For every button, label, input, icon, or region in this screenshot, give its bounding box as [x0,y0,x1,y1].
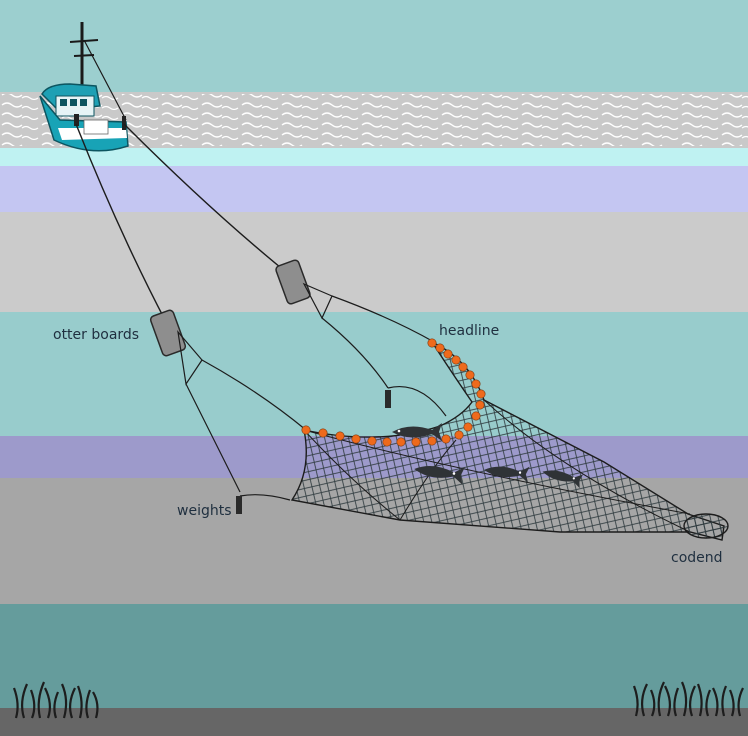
label-otter-boards: otter boards [53,327,139,343]
seaweed-icon [12,681,744,719]
sky-band [0,0,748,92]
surface-foam [0,148,748,166]
label-headline: headline [439,323,499,339]
diagram-labels: otter boards headline weights codend [53,323,723,566]
layer-lavender [0,166,748,212]
fish-icon [392,423,584,489]
layer-teal [0,312,748,436]
trawler-boat-icon [39,22,129,152]
seabed [0,708,748,736]
label-weights: weights [177,503,232,519]
weight-icon [236,390,391,514]
layer-deep-teal [0,604,748,708]
layer-grey [0,212,748,312]
headline-floats [301,338,486,447]
warp-cables [75,123,287,323]
bridle-lines [177,282,447,501]
otter-board-icon [149,259,311,357]
label-codend: codend [671,550,723,566]
codend-bag [683,513,729,539]
